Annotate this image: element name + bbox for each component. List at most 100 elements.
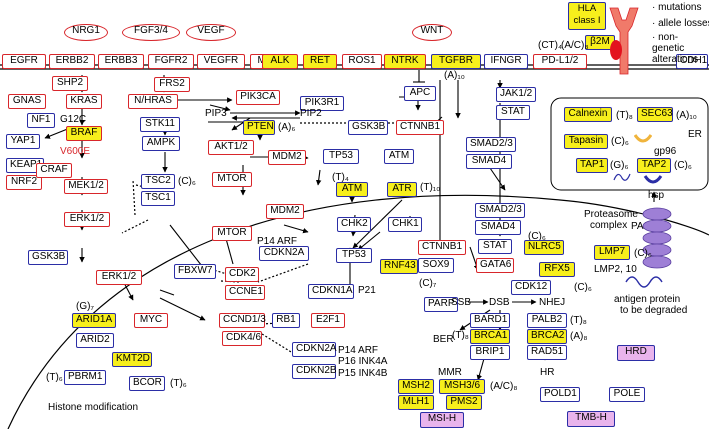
gene-cdk12: CDK12 [511, 280, 551, 295]
receptor-vegfr: VEGFR [197, 54, 245, 69]
gene-bard1: BARD1 [470, 313, 510, 328]
lipid-pip2: PIP2 [300, 108, 322, 119]
cdkn2a-p14arf-a: P14 ARF [257, 236, 298, 247]
gene-ccnd13: CCND1/3 [219, 313, 266, 328]
gene-apc: APC [404, 86, 436, 101]
gene-ampk: AMPK [142, 136, 180, 151]
gene-pole: POLE [609, 387, 645, 402]
gene-cdkn2b: CDKN2B [292, 364, 337, 379]
gene-ccne1: CCNE1 [225, 285, 265, 300]
dna-dsb: DSB [489, 297, 510, 308]
receptor-ret: RET [303, 54, 337, 69]
pten-a6: (A)₆ [278, 122, 296, 133]
gene-kmt2d: KMT2D [112, 352, 152, 367]
er-compartment [550, 97, 709, 191]
gene-pms2: PMS2 [446, 395, 482, 410]
peptide-wave-icon [613, 173, 631, 181]
bcor-t6: (T)₆ [170, 378, 187, 389]
hsp-label: hsp [648, 190, 665, 201]
hrd-badge: HRD [617, 345, 655, 361]
dna-ssb: SSB [451, 297, 472, 308]
receptor-ntrk: NTRK [384, 54, 426, 69]
ligand-fgf34: FGF3/4 [122, 24, 180, 41]
rnf43-c7: (C)₇ [419, 278, 437, 289]
kras-g12c: G12C [60, 114, 87, 125]
gene-smad4-b: SMAD4 [475, 220, 521, 235]
gene-tsc1: TSC1 [141, 191, 175, 206]
gene-smad23-b: SMAD2/3 [475, 203, 525, 218]
gene-e2f1: E2F1 [311, 313, 345, 328]
lmp2-label: LMP2, 10 [594, 264, 637, 275]
pbrm1-t6: (T)₆ [46, 372, 63, 383]
gene-atm-a: ATM [384, 149, 414, 164]
b2m: β2M [585, 35, 615, 50]
ligand-nrg1: NRG1 [64, 24, 108, 41]
gene-mek12: MEK1/2 [64, 179, 108, 194]
gene-mdm2-a: MDM2 [268, 150, 306, 165]
er-label: ER [688, 129, 702, 140]
gene-msh2: MSH2 [398, 379, 434, 394]
tapasin-c6: (C)₆ [611, 136, 629, 147]
gene-cdk46: CDK4/6 [222, 331, 262, 346]
pathway-mmr: MMR [438, 367, 462, 378]
brca1-t8: (T)₈ [452, 330, 469, 341]
gene-chk1: CHK1 [388, 217, 422, 232]
pathway-hr: HR [540, 367, 555, 378]
gene-ctnnb1-a: CTNNB1 [396, 120, 444, 135]
rfx5-c6: (C)₆ [574, 282, 592, 293]
gene-nf1: NF1 [27, 113, 55, 128]
gene-gata6: GATA6 [476, 258, 514, 273]
gene-cdk2: CDK2 [225, 267, 259, 282]
cdkn2b-p15ink4b: P15 INK4B [338, 368, 388, 379]
gene-cdkn1a: CDKN1A [308, 284, 354, 299]
gene-brca1: BRCA1 [470, 329, 510, 344]
gene-erk12-a: ERK1/2 [64, 212, 110, 227]
brca2-a8: (A)₈ [570, 331, 588, 342]
gene-sox9: SOX9 [418, 258, 454, 273]
gene-pold1: POLD1 [540, 387, 580, 402]
gene-ctnnb1-b: CTNNB1 [418, 240, 466, 255]
gene-myc: MYC [134, 313, 168, 328]
gene-frs2: FRS2 [154, 77, 190, 92]
receptor-ros1: ROS1 [342, 54, 382, 69]
gene-pik3r1: PIK3R1 [300, 96, 344, 111]
gp96-label: gp96 [654, 146, 677, 157]
antigen-protein-icon [625, 276, 663, 288]
receptor-erbb3: ERBB3 [98, 54, 144, 69]
lmp7-c6: (C)₆ [634, 248, 652, 259]
calnexin-t8: (T)₈ [616, 110, 633, 121]
gene-msh36: MSH3/6 [439, 379, 485, 394]
proteasome-label-2: complex [590, 220, 628, 231]
gene-parp: PARP [424, 297, 458, 312]
gene-tp53-a: TP53 [323, 149, 359, 164]
b2m-ct4: (CT)₄ [538, 40, 563, 51]
atm-t4: (T)₄ [332, 172, 349, 183]
tsc-c6: (C)₆ [178, 176, 196, 187]
gene-atm-b: ATM [336, 182, 368, 197]
gene-pik3ca: PIK3CA [236, 90, 280, 105]
gene-lmp7: LMP7 [594, 245, 630, 260]
receptor-fgfr2: FGFR2 [148, 54, 194, 69]
hla-class-i: HLA class I [568, 2, 606, 30]
pathway-nhej: NHEJ [539, 297, 566, 308]
er-calnexin: Calnexin [564, 107, 612, 122]
gene-mdm2-b: MDM2 [266, 204, 304, 219]
receptor-tgfbr: TGFBR [431, 54, 481, 69]
arid1a-g7: (G)₇ [76, 301, 94, 312]
er-tap2: TAP2 [637, 158, 671, 173]
gene-erk12-b: ERK1/2 [96, 270, 142, 285]
gene-nrf2: NRF2 [6, 175, 42, 190]
gene-stat-b: STAT [478, 239, 512, 254]
tap2-c6: (C)₆ [674, 160, 692, 171]
ligand-vegf: VEGF [186, 24, 236, 41]
receptor-alk-box: ALK [262, 54, 298, 69]
nlrc5-c6: (C)₆ [528, 231, 546, 242]
gene-tp53-b: TP53 [336, 248, 372, 263]
atr-t10: (T)₁₀ [420, 182, 441, 193]
legend-allele-losses: · allele losses [652, 18, 709, 29]
receptor-egfr: EGFR [2, 54, 46, 69]
palb2-t8: (T)₈ [570, 315, 587, 326]
gene-stat-a: STAT [496, 105, 530, 120]
gene-nhras: N/HRAS [128, 94, 178, 109]
